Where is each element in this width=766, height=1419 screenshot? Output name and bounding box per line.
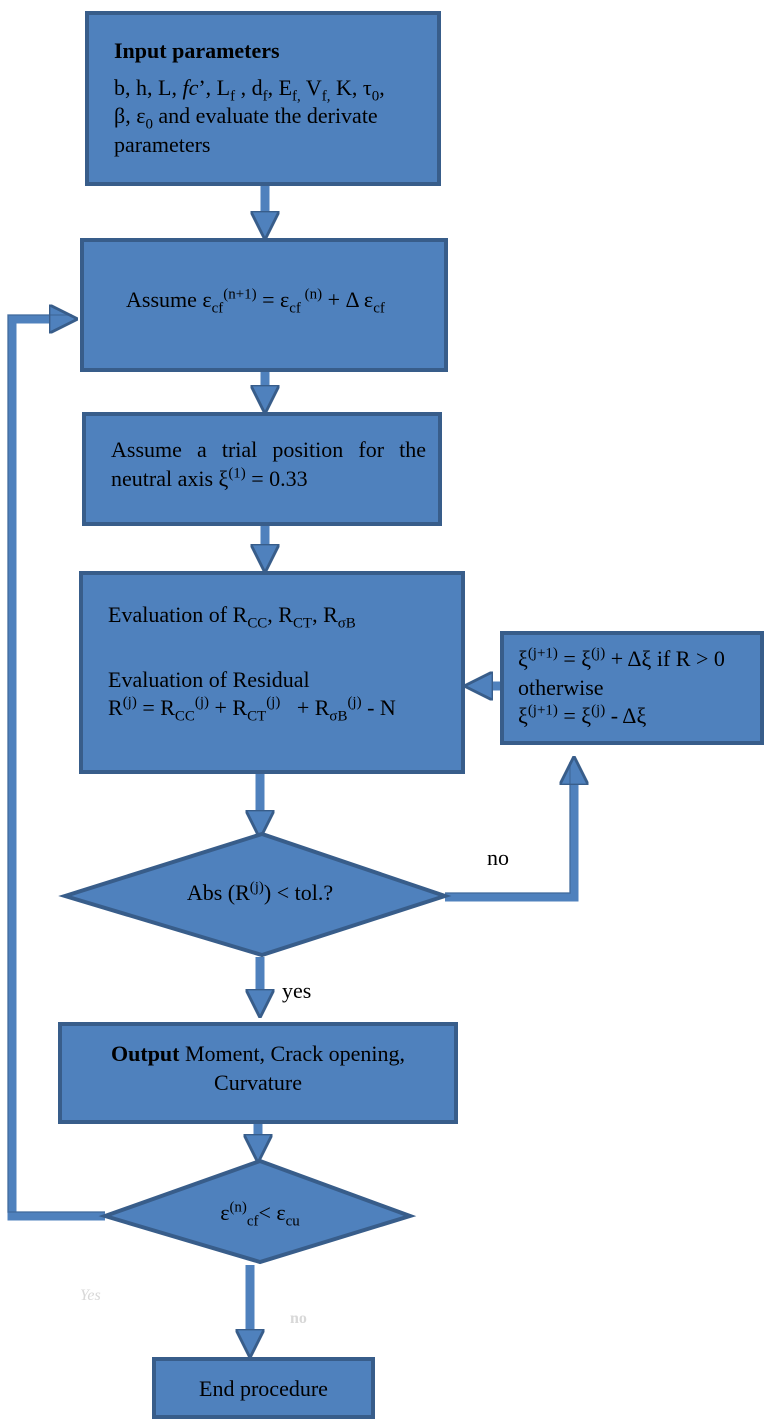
update-line-1: ξ(j+1) = ξ(j) + Δξ if R > 0	[518, 645, 725, 671]
input-line-3: parameters	[114, 131, 211, 157]
trial-neutral-axis-box: Assume a trial position for the neutral …	[82, 412, 442, 526]
input-parameters-box: Input parameters b, h, L, fc’, Lf , df, …	[85, 11, 441, 186]
eval-line-2: Evaluation of Residual	[108, 666, 310, 692]
decision-tolerance-diamond	[58, 831, 452, 958]
input-line-2: β, ε0 and evaluate the derivate	[114, 103, 378, 133]
end-procedure-text: End procedure	[199, 1376, 328, 1401]
end-procedure-box: End procedure	[152, 1357, 375, 1419]
decision-strain-diamond	[98, 1158, 417, 1265]
assume-strain-text: Assume εcf(n+1) = εcf (n) + Δ εcf	[126, 286, 385, 317]
output-box: Output Moment, Crack opening, Curvature	[58, 1022, 458, 1124]
update-xi-box: ξ(j+1) = ξ(j) + Δξ if R > 0 otherwise ξ(…	[500, 631, 764, 745]
decision-tolerance-text: Abs (R(j)) < tol.?	[186, 879, 334, 905]
faint-no-label: no	[290, 1310, 307, 1327]
eval-line-1: Evaluation of RCC, RCT, RσB	[108, 602, 356, 632]
arrow-no-to-update	[445, 762, 574, 902]
output-line-1: Output Moment, Crack opening,	[111, 1041, 405, 1066]
assume-strain-box: Assume εcf(n+1) = εcf (n) + Δ εcf	[80, 238, 448, 372]
flowchart-canvas	[7, 186, 766, 1385]
update-line-2: otherwise	[518, 674, 604, 700]
output-line-2: Curvature	[214, 1069, 302, 1095]
label-no: no	[487, 845, 509, 870]
label-yes: yes	[282, 978, 312, 1003]
input-line-1: b, h, L, fc’, Lf , df, Ef, Vf, K, τ0,	[114, 74, 385, 104]
faint-yes-label: Yes	[80, 1287, 101, 1304]
evaluation-box: Evaluation of RCC, RCT, RσB Evaluation o…	[79, 571, 465, 774]
eval-line-3: R(j) = RCC(j) + RCT(j) + RσB(j) - N	[108, 694, 396, 725]
input-title: Input parameters	[114, 38, 280, 63]
update-line-3: ξ(j+1) = ξ(j) - Δξ	[518, 702, 647, 729]
trial-line-2: neutral axis ξ(1) = 0.33	[111, 465, 308, 491]
decision-strain-text: ε(n)cf< εcu	[220, 1199, 300, 1230]
trial-line-1: Assume a trial position for the	[111, 437, 426, 462]
arrow-loop-to-assume	[7, 319, 105, 1221]
